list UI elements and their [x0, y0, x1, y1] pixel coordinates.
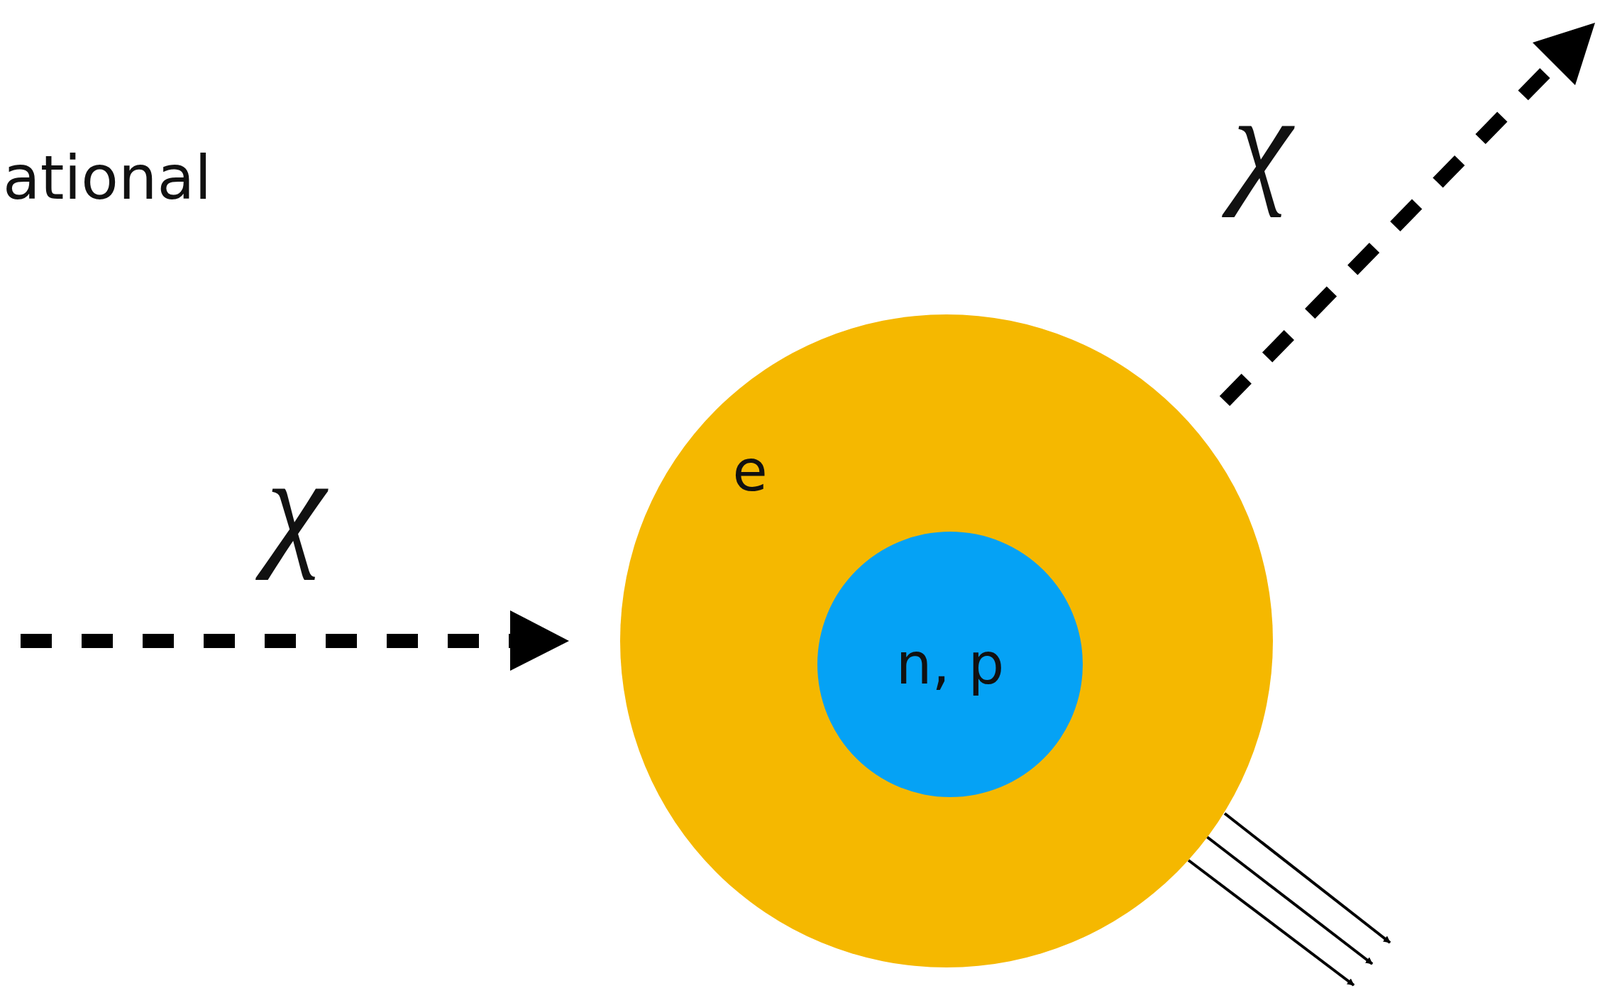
particle-symbol: χ	[1232, 75, 1293, 211]
incoming-arrowhead	[510, 610, 570, 671]
nucleus: n, p	[817, 531, 1083, 797]
circle-fill	[817, 531, 1083, 797]
node-label: n, p	[896, 635, 1004, 693]
particle-symbol: χ	[266, 437, 326, 573]
incoming-dashed-line	[20, 633, 513, 648]
node-label: e	[732, 442, 768, 500]
outgoing-arrowhead	[1532, 22, 1596, 86]
electron-cloud: e n, p	[620, 314, 1273, 968]
emission-arrow	[1224, 813, 1390, 943]
outgoing-dashed-line	[1224, 62, 1556, 401]
emission-arrow	[1206, 836, 1373, 964]
cut-off-word: ational	[2, 146, 212, 208]
emission-arrow	[1188, 859, 1354, 985]
circle-fill	[620, 314, 1273, 968]
